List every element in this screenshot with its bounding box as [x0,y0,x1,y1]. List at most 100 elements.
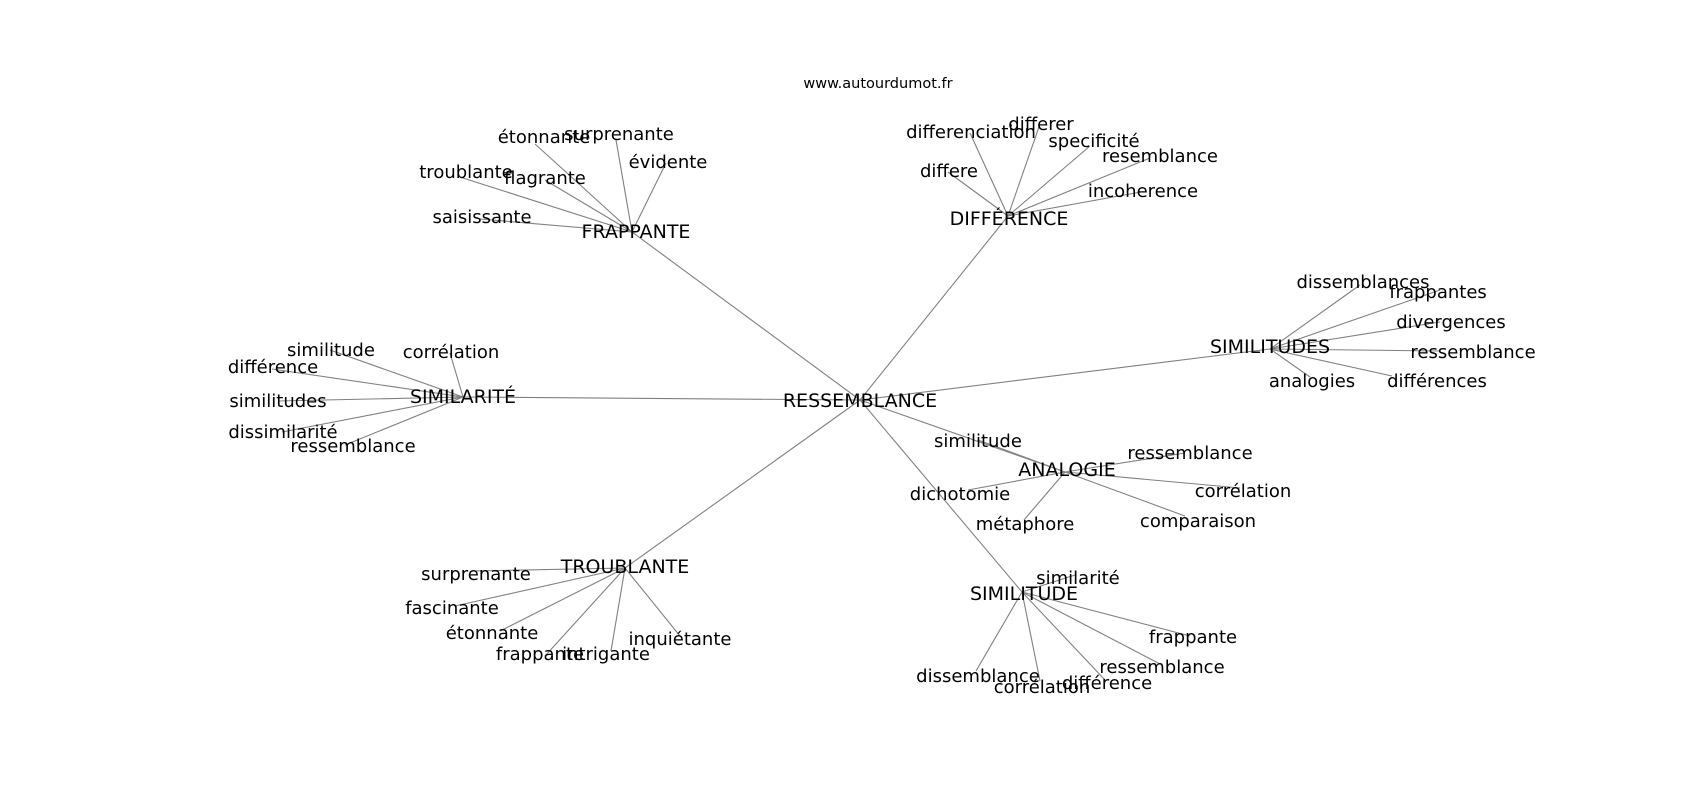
edge-similitude-leaf [1021,591,1191,637]
edge-troublante-leaf [499,567,626,632]
leaf-node-label: similarité [1036,568,1119,589]
hub-node-label-similitudes: SIMILITUDES [1210,336,1330,358]
leaf-node-label: métaphore [976,514,1075,535]
leaf-node-label: differe [920,161,978,182]
edge-troublante-leaf [610,567,626,652]
edge-center-difference [859,215,1009,401]
leaf-node-label: différence [1062,673,1152,694]
edge-analogie-leaf [967,471,1066,491]
edge-frappante-leaf [544,179,633,233]
leaf-node-label: saisissante [432,207,531,228]
leaf-node-label: surprenante [564,124,674,145]
edge-similarite-leaf [281,396,464,433]
leaf-node-label: ressemblance [1410,342,1535,363]
leaf-node-label: differenciation [906,122,1036,143]
edge-layer [271,123,1441,682]
edge-similitude-leaf [1021,591,1041,682]
leaf-node-label: troublante [419,162,512,183]
leaf-node-label: differer [1008,114,1074,135]
leaf-node-label: similitudes [229,391,326,412]
edge-difference-leaf [1007,157,1151,217]
edge-center-similitude [859,399,1023,593]
edge-similarite-leaf [449,352,464,398]
leaf-node-label: corrélation [403,342,500,363]
leaf-node-label: divergences [1396,312,1506,333]
edge-difference-leaf [1007,145,1091,217]
center-node-label: RESSEMBLANCE [783,390,937,412]
edge-similarite-leaf [271,368,464,398]
edge-analogie-leaf [977,439,1066,473]
edge-troublante-leaf [544,567,626,657]
edge-similarite-leaf [277,396,464,402]
leaf-node-label: intrigante [562,644,650,665]
leaf-node-label: étonnante [446,623,539,644]
leaf-node-label: flagrante [504,168,586,189]
leaf-node-label: différences [1387,371,1487,392]
edge-frappante-leaf [631,162,667,233]
edge-similitudes-leaf [1269,289,1441,350]
edge-similitude-leaf [1021,591,1161,665]
edge-similitudes-leaf [1269,348,1311,378]
edge-analogie-leaf [1064,471,1241,489]
leaf-node-label: frappante [1149,627,1237,648]
leaf-node-label: comparaison [1140,511,1256,532]
leaf-node-label: surprenante [421,564,531,585]
edge-troublante-leaf [454,567,626,607]
edge-difference-leaf [969,132,1009,217]
edge-similitudes-leaf [1269,321,1441,350]
edge-difference-leaf [1007,123,1041,217]
hub-node-label-troublante: TROUBLANTE [560,556,690,578]
leaf-node-label: dissimilarité [228,422,337,443]
edge-difference-leaf [947,171,1009,217]
edge-frappante-leaf [534,143,633,233]
leaf-node-label: inquiétante [629,629,732,650]
edge-frappante-leaf [479,218,633,233]
leaf-node-label: frappante [496,644,584,665]
leaf-node-label: corrélation [1195,481,1292,502]
leaf-node-label: évidente [629,152,708,173]
leaf-node-label: corrélation [994,677,1091,698]
source-watermark: www.autourdumot.fr [803,76,952,92]
leaf-node-label: analogies [1269,371,1355,392]
leaf-node-label: incoherence [1088,181,1198,202]
leaf-node-label: différence [228,357,318,378]
hub-node-label-analogie: ANALOGIE [1018,459,1115,481]
edge-similarite-leaf [344,396,464,446]
leaf-node-label: similitude [287,340,375,361]
label-layer: RESSEMBLANCEFRAPPANTEétonnantesurprenant… [228,114,1536,698]
leaf-node-label: dissemblances [1296,272,1429,293]
edge-similitudes-leaf [1269,348,1393,377]
leaf-node-label: similitude [934,431,1022,452]
hub-node-label-difference: DIFFÉRENCE [950,207,1069,230]
edge-analogie-leaf [1064,452,1186,473]
edge-similarite-leaf [329,349,464,398]
edge-analogie-leaf [1064,471,1186,517]
edge-center-similitudes [859,348,1271,401]
edge-center-similarite [462,396,861,401]
leaf-node-label: dissemblance [916,666,1040,687]
hub-node-label-frappante: FRAPPANTE [582,221,691,243]
leaf-node-label: ressemblance [290,436,415,457]
leaf-node-label: specificité [1048,131,1139,152]
edge-similitude-leaf [975,591,1023,672]
edge-similitudes-leaf [1269,348,1441,352]
leaf-node-label: dichotomie [910,484,1010,505]
edge-troublante-leaf [472,567,626,572]
edge-frappante-leaf [462,177,633,233]
edge-troublante-leaf [624,567,681,637]
hub-node-label-similitude: SIMILITUDE [970,583,1078,605]
edge-similitude-leaf [1021,591,1106,681]
edge-similitude-leaf [1021,574,1076,593]
edge-analogie-leaf [1023,471,1066,521]
edge-difference-leaf [1007,191,1142,217]
edge-center-frappante [631,231,861,401]
leaf-node-label: ressemblance [1127,443,1252,464]
edge-similitudes-leaf [1269,284,1361,350]
edge-frappante-leaf [615,139,633,233]
leaf-node-label: fascinante [405,598,499,619]
leaf-node-label: étonnante [498,127,591,148]
leaf-node-label: resemblance [1102,146,1218,167]
leaf-node-label: ressemblance [1099,657,1224,678]
